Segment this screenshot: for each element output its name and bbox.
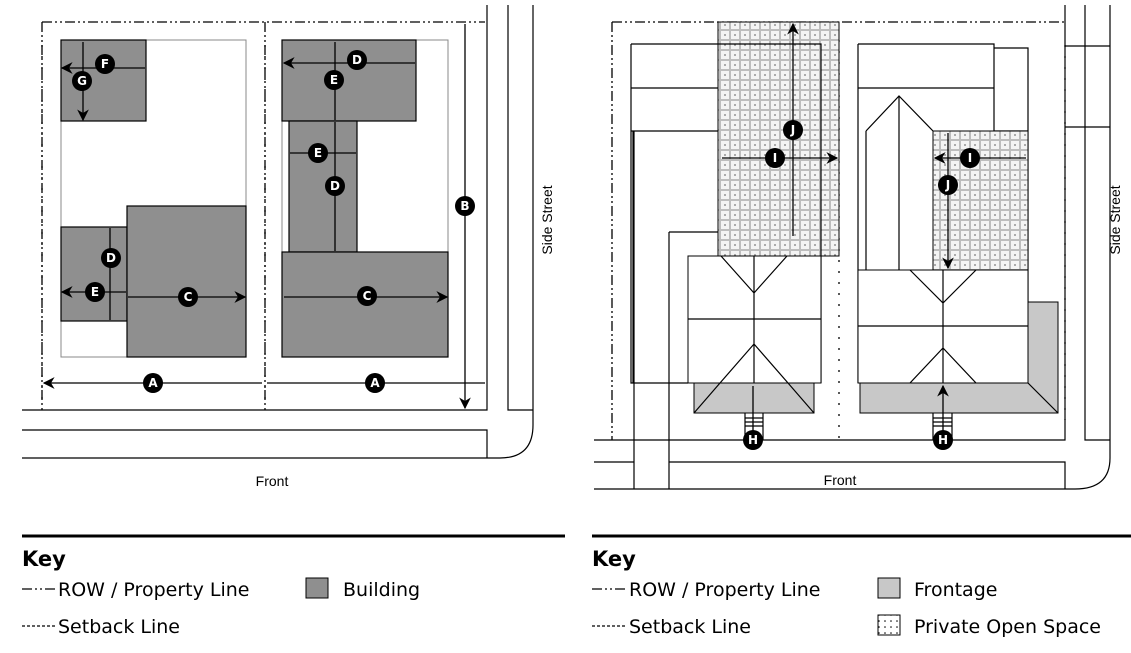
dimension-label-j: J (938, 175, 958, 195)
key-label: Building (343, 579, 420, 601)
key-label: Setback Line (58, 616, 180, 638)
frontage (693, 382, 815, 414)
svg-text:E: E (330, 73, 338, 87)
svg-text:I: I (773, 151, 777, 165)
key-label: ROW / Property Line (58, 579, 249, 601)
dimension-label-j: J (783, 120, 803, 140)
svg-text:D: D (352, 53, 362, 67)
svg-text:E: E (314, 146, 322, 160)
dimension-label-e: E (308, 143, 328, 163)
building (126, 205, 247, 358)
dimension-label-g: G (72, 71, 92, 91)
key-label: Private Open Space (914, 616, 1101, 638)
svg-text:G: G (77, 74, 87, 88)
svg-text:H: H (748, 433, 758, 447)
building (60, 226, 128, 322)
svg-text:J: J (945, 178, 950, 192)
svg-text:A: A (370, 376, 380, 390)
svg-text:D: D (330, 179, 340, 193)
key-label: Frontage (914, 579, 997, 601)
dimension-label-c: C (357, 286, 377, 306)
key-title: Key (592, 547, 636, 571)
street-edge (22, 5, 534, 459)
svg-text:I: I (968, 151, 972, 165)
dimension-label-e: E (85, 282, 105, 302)
dimension-label-h: H (743, 430, 763, 450)
svg-text:E: E (91, 285, 99, 299)
street-edge (594, 5, 1111, 490)
dimension-label-d: D (347, 50, 367, 70)
dimension-label-i: I (765, 148, 785, 168)
row-property-line (41, 21, 485, 410)
dimension-label-d: D (101, 248, 121, 268)
dimension-label-a: A (143, 373, 163, 393)
dimension-label-e: E (324, 70, 344, 90)
building (288, 120, 358, 253)
svg-text:J: J (790, 123, 795, 137)
svg-text:C: C (184, 290, 193, 304)
front-label: Front (256, 473, 289, 489)
open-space-swatch (877, 614, 901, 636)
right-diagram: J I I J H H Front Side Street (594, 5, 1123, 490)
side-street-label: Side Street (539, 185, 555, 254)
svg-text:A: A (148, 376, 158, 390)
building-swatch (305, 577, 329, 599)
dimension-label-h: H (933, 430, 953, 450)
dimension-label-a: A (365, 373, 385, 393)
svg-text:D: D (106, 251, 116, 265)
front-label: Front (824, 472, 857, 488)
key-title: Key (22, 547, 66, 571)
dimension-label-c: C (178, 287, 198, 307)
key-label: ROW / Property Line (629, 579, 820, 601)
building (281, 39, 417, 122)
dimension-label-f: F (95, 54, 115, 74)
frontage-swatch (877, 577, 901, 599)
right-key: Key ROW / Property Line Setback Line Fro… (592, 534, 1131, 638)
stairs (744, 413, 764, 440)
dimension-label-d: D (325, 176, 345, 196)
svg-text:F: F (101, 57, 109, 71)
dimension-label-i: I (960, 148, 980, 168)
svg-text:H: H (938, 433, 948, 447)
key-label: Setback Line (629, 616, 751, 638)
left-diagram: F G D E C D E E D C A A B Front Side Str… (22, 5, 555, 489)
left-key: Key ROW / Property Line Setback Line Bui… (22, 534, 565, 638)
dimension-label-b: B (455, 196, 475, 216)
private-open-space (932, 130, 1029, 271)
svg-text:C: C (363, 289, 372, 303)
svg-text:B: B (460, 199, 469, 213)
side-street-label: Side Street (1107, 185, 1123, 254)
